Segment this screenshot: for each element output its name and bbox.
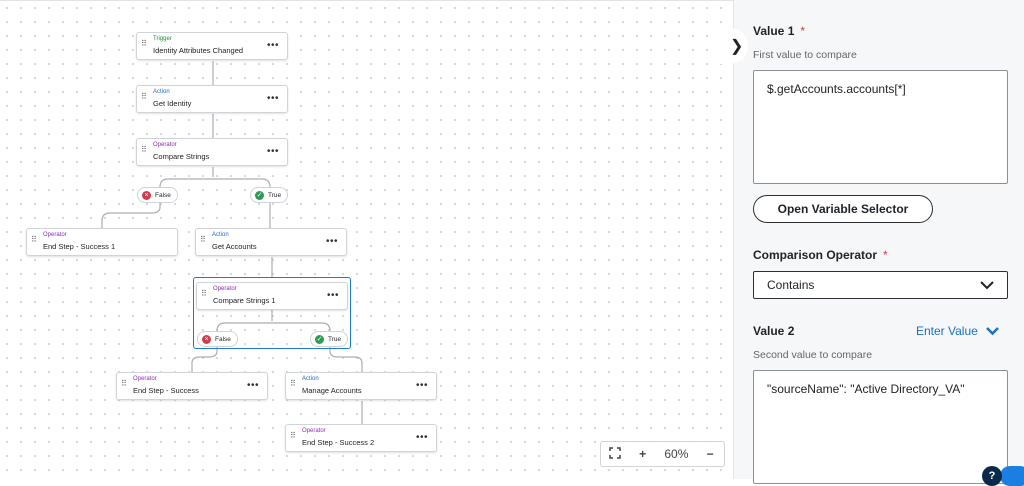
branch-label: True bbox=[328, 335, 342, 343]
workflow-node-compare-strings[interactable]: ⠿ Operator Compare Strings ••• bbox=[136, 138, 288, 166]
chevron-down-icon bbox=[985, 326, 999, 335]
close-circle-icon: × bbox=[202, 334, 211, 344]
branch-label: False bbox=[155, 191, 171, 199]
node-menu-icon[interactable]: ••• bbox=[266, 40, 279, 51]
branch-label: False bbox=[215, 335, 231, 343]
selected-operator: Contains bbox=[767, 278, 815, 292]
workflow-canvas[interactable]: ⠿ Trigger Identity Attributes Changed ••… bbox=[0, 0, 733, 479]
zoom-in-button[interactable]: + bbox=[639, 447, 647, 461]
zoom-out-button[interactable]: − bbox=[706, 447, 714, 461]
value1-label: Value 1 * bbox=[753, 24, 805, 38]
workflow-node-get-identity[interactable]: ⠿ Action Get Identity ••• bbox=[136, 85, 288, 113]
comparison-operator-select[interactable]: Contains bbox=[753, 271, 1008, 299]
node-menu-icon[interactable]: ••• bbox=[325, 236, 338, 247]
node-name: Identity Attributes Changed bbox=[153, 46, 244, 55]
enter-value-label: Enter Value bbox=[916, 324, 978, 338]
node-name: Compare Strings bbox=[153, 152, 210, 161]
node-name: End Step - Success 1 bbox=[43, 242, 116, 251]
node-menu-icon[interactable]: ••• bbox=[266, 146, 279, 157]
node-kind: Operator bbox=[213, 286, 237, 292]
workflow-node-manage-accounts[interactable]: ⠿ Action Manage Accounts ••• bbox=[285, 372, 437, 400]
value1-help: First value to compare bbox=[753, 49, 857, 61]
node-kind: Operator bbox=[133, 376, 157, 382]
zoom-level: 60% bbox=[664, 447, 689, 461]
node-menu-icon[interactable]: ••• bbox=[415, 432, 428, 443]
node-kind: Operator bbox=[153, 142, 177, 148]
drag-handle-icon[interactable]: ⠿ bbox=[121, 379, 127, 388]
node-name: Compare Strings 1 bbox=[213, 296, 276, 305]
node-kind: Action bbox=[302, 376, 319, 382]
chevron-down-icon bbox=[980, 280, 994, 289]
node-name: End Step - Success bbox=[133, 386, 199, 395]
drag-handle-icon[interactable]: ⠿ bbox=[141, 92, 147, 101]
drag-handle-icon[interactable]: ⠿ bbox=[290, 379, 296, 388]
chat-launcher[interactable] bbox=[1000, 466, 1024, 486]
value2-input[interactable]: "sourceName": "Active Directory_VA" bbox=[753, 370, 1008, 484]
zoom-controls: + 60% − bbox=[600, 441, 725, 467]
required-marker: * bbox=[800, 24, 806, 38]
help-button[interactable]: ? bbox=[982, 466, 1002, 486]
workflow-node-trigger[interactable]: ⠿ Trigger Identity Attributes Changed ••… bbox=[136, 32, 288, 60]
value2-label: Value 2 bbox=[753, 324, 795, 338]
drag-handle-icon[interactable]: ⠿ bbox=[201, 289, 207, 298]
node-name: Manage Accounts bbox=[302, 386, 362, 395]
drag-handle-icon[interactable]: ⠿ bbox=[200, 235, 206, 244]
branch-true[interactable]: ✓ True bbox=[250, 187, 289, 203]
enter-value-toggle[interactable]: Enter Value bbox=[916, 324, 999, 338]
check-circle-icon: ✓ bbox=[315, 334, 324, 344]
node-kind: Operator bbox=[302, 428, 326, 434]
drag-handle-icon[interactable]: ⠿ bbox=[31, 235, 37, 244]
close-circle-icon: × bbox=[142, 190, 151, 200]
workflow-node-end-step-success-2[interactable]: ⠿ Operator End Step - Success 2 ••• bbox=[285, 424, 437, 452]
fit-screen-icon[interactable] bbox=[601, 446, 629, 462]
node-kind: Action bbox=[212, 232, 229, 238]
node-menu-icon[interactable]: ••• bbox=[326, 290, 339, 301]
node-kind: Trigger bbox=[153, 36, 172, 42]
chevron-right-icon: ❯ bbox=[730, 38, 744, 55]
open-variable-selector-button[interactable]: Open Variable Selector bbox=[753, 195, 933, 223]
node-kind: Action bbox=[153, 89, 170, 95]
node-menu-icon[interactable]: ••• bbox=[246, 380, 259, 391]
comparison-operator-label-text: Comparison Operator bbox=[753, 248, 878, 262]
value1-input[interactable]: $.getAccounts.accounts[*] bbox=[753, 70, 1008, 184]
required-marker: * bbox=[883, 248, 888, 262]
drag-handle-icon[interactable]: ⠿ bbox=[141, 145, 147, 154]
node-name: Get Accounts bbox=[212, 242, 257, 251]
workflow-node-compare-strings-1[interactable]: ⠿ Operator Compare Strings 1 ••• bbox=[196, 282, 348, 310]
collapse-panel-button[interactable]: ❯ bbox=[718, 28, 748, 64]
node-kind: Operator bbox=[43, 232, 67, 238]
properties-panel: Value 1 * First value to compare $.getAcc… bbox=[733, 0, 1024, 484]
branch-label: True bbox=[268, 191, 282, 199]
branch-false[interactable]: × False bbox=[137, 187, 178, 203]
branch-false[interactable]: × False bbox=[197, 331, 238, 347]
node-name: End Step - Success 2 bbox=[302, 438, 375, 447]
node-menu-icon[interactable]: ••• bbox=[415, 380, 428, 391]
value2-help: Second value to compare bbox=[753, 349, 873, 361]
workflow-node-end-step-success[interactable]: ⠿ Operator End Step - Success ••• bbox=[116, 372, 268, 400]
selected-node-outline bbox=[193, 277, 351, 349]
node-menu-icon[interactable]: ••• bbox=[266, 93, 279, 104]
check-circle-icon: ✓ bbox=[255, 190, 264, 200]
comparison-operator-label: Comparison Operator * bbox=[753, 248, 888, 262]
workflow-node-end-step-success-1[interactable]: ⠿ Operator End Step - Success 1 bbox=[26, 228, 178, 256]
connector-lines bbox=[101, 61, 363, 424]
node-name: Get Identity bbox=[153, 99, 192, 108]
drag-handle-icon[interactable]: ⠿ bbox=[141, 39, 147, 48]
branch-true[interactable]: ✓ True bbox=[310, 331, 349, 347]
workflow-node-get-accounts[interactable]: ⠿ Action Get Accounts ••• bbox=[195, 228, 347, 256]
value1-label-text: Value 1 bbox=[753, 24, 795, 38]
drag-handle-icon[interactable]: ⠿ bbox=[290, 431, 296, 440]
